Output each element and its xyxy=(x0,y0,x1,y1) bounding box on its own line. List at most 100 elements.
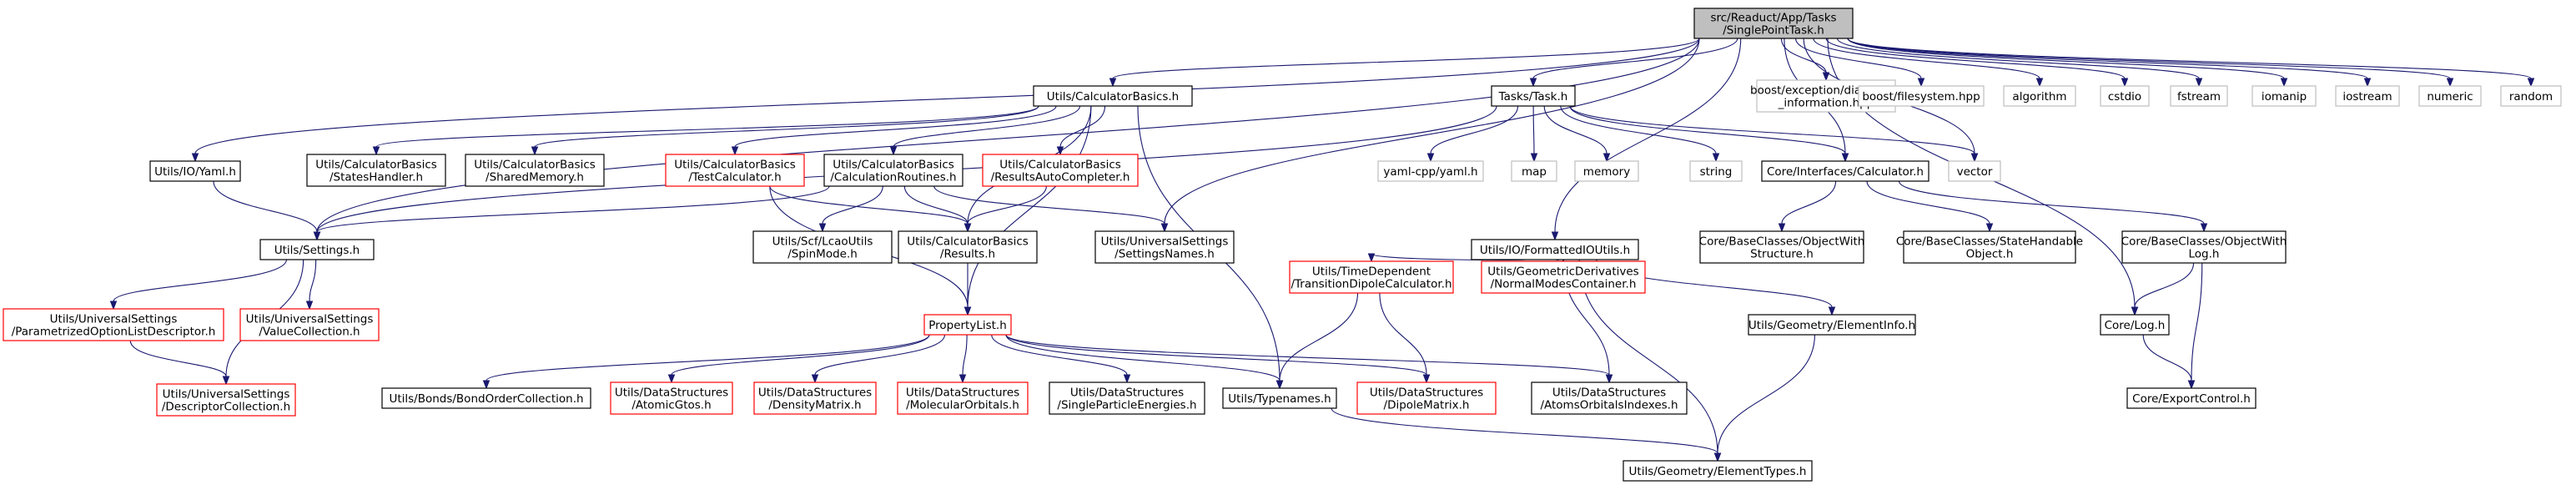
graph-edge xyxy=(1847,38,2454,88)
graph-node-test-calculator[interactable]: Utils/CalculatorBasics/TestCalculator.h xyxy=(665,154,805,187)
edge-line xyxy=(1164,38,1700,225)
graph-node-numeric[interactable]: numeric xyxy=(2418,85,2482,107)
graph-node-td-dipole[interactable]: Utils/TimeDependent/TransitionDipoleCalc… xyxy=(1289,260,1454,294)
node-box xyxy=(2126,387,2257,409)
graph-node-normal-modes[interactable]: Utils/GeometricDerivatives/NormalModesCo… xyxy=(1481,260,1646,294)
graph-edge xyxy=(1529,38,1738,88)
graph-edge xyxy=(1825,38,2129,88)
graph-node-yaml-cpp[interactable]: yaml-cpp/yaml.h xyxy=(1377,160,1484,182)
node-label: Structure.h xyxy=(1750,248,1814,261)
graph-node-map[interactable]: map xyxy=(1511,160,1557,182)
graph-node-dipole-matrix[interactable]: Utils/DataStructures/DipoleMatrix.h xyxy=(1356,381,1497,415)
graph-node-export-control[interactable]: Core/ExportControl.h xyxy=(2126,387,2257,409)
node-box xyxy=(1471,239,1639,260)
graph-node-bond-order[interactable]: Utils/Bonds/BondOrderCollection.h xyxy=(381,387,591,409)
edge-line xyxy=(1781,180,1837,225)
graph-node-single-particle[interactable]: Utils/DataStructures/SingleParticleEnerg… xyxy=(1049,381,1205,415)
graph-node-log-h[interactable]: Core/Log.h xyxy=(2100,314,2170,336)
graph-node-value-collection[interactable]: Utils/UniversalSettings/ValueCollection.… xyxy=(239,308,380,341)
graph-node-string[interactable]: string xyxy=(1689,160,1743,182)
graph-node-boost-diag[interactable]: boost/exception/diagnostic_information.h… xyxy=(1750,79,1902,113)
graph-node-results-auto[interactable]: Utils/CalculatorBasics/ResultsAutoComple… xyxy=(982,154,1139,187)
graph-node-results-h[interactable]: Utils/CalculatorBasics/Results.h xyxy=(898,230,1038,264)
node-label: Core/BaseClasses/ObjectWith xyxy=(2121,235,2287,249)
edge-arrowhead xyxy=(811,374,819,384)
graph-node-density-matrix[interactable]: Utils/DataStructures/DensityMatrix.h xyxy=(753,381,877,415)
node-box xyxy=(3,308,224,341)
node-label: Object.h xyxy=(1966,248,2014,261)
graph-edge xyxy=(1866,180,1994,233)
edge-arrowhead xyxy=(1529,78,1537,88)
node-label: /SettingsNames.h xyxy=(1114,248,1215,261)
node-label: Utils/CalculatorBasics xyxy=(999,159,1121,172)
graph-edge xyxy=(1560,105,1720,163)
graph-node-iomanip[interactable]: iomanip xyxy=(2251,85,2317,107)
edge-line xyxy=(1847,38,2368,79)
node-label: Utils/DataStructures xyxy=(1370,386,1483,400)
graph-node-task-h[interactable]: Tasks/Task.h xyxy=(1491,85,1576,107)
edge-line xyxy=(822,185,883,225)
edge-arrowhead xyxy=(1841,153,1849,163)
graph-edge xyxy=(1109,38,1700,88)
graph-node-memory[interactable]: memory xyxy=(1574,160,1639,182)
graph-node-calcbasics-h[interactable]: Utils/CalculatorBasics.h xyxy=(1033,85,1193,107)
graph-node-yaml-h[interactable]: Utils/IO/Yaml.h xyxy=(149,160,241,182)
node-label: /ResultsAutoCompleter.h xyxy=(991,171,1130,184)
graph-node-formatted-io[interactable]: Utils/IO/FormattedIOUtils.h xyxy=(1471,239,1639,260)
graph-node-cstdio[interactable]: cstdio xyxy=(2100,85,2150,107)
edge-line xyxy=(1532,105,1535,154)
graph-edge xyxy=(1847,38,2535,88)
graph-node-boost-fs[interactable]: boost/filesystem.hpp xyxy=(1858,85,1985,107)
edge-line xyxy=(1717,334,1815,454)
node-label: Utils/Geometry/ElementTypes.h xyxy=(1629,465,1807,478)
edge-arrowhead xyxy=(667,374,676,384)
graph-edge xyxy=(963,185,1047,233)
edge-line xyxy=(967,185,1047,225)
graph-node-algorithm[interactable]: algorithm xyxy=(2003,85,2076,107)
graph-node-atomic-gtos[interactable]: Utils/DataStructures/AtomicGtos.h xyxy=(610,381,733,415)
edge-arrowhead xyxy=(313,231,321,241)
graph-node-fstream[interactable]: fstream xyxy=(2170,85,2228,107)
edge-line xyxy=(2142,334,2192,381)
graph-node-settings-names[interactable]: Utils/UniversalSettings/SettingsNames.h xyxy=(1094,230,1235,264)
graph-node-calc-routines[interactable]: Utils/CalculatorBasics/CalculationRoutin… xyxy=(823,154,963,187)
graph-edge xyxy=(1379,292,1431,384)
graph-node-states-handler[interactable]: Utils/CalculatorBasics/StatesHandler.h xyxy=(306,154,446,187)
graph-node-shared-memory[interactable]: Utils/CalculatorBasics/SharedMemory.h xyxy=(465,154,605,187)
node-label: vector xyxy=(1957,165,1993,179)
graph-node-param-option[interactable]: Utils/UniversalSettings/ParametrizedOpti… xyxy=(3,308,224,341)
node-box xyxy=(2500,85,2562,107)
node-label: Utils/Bonds/BondOrderCollection.h xyxy=(389,392,583,406)
edge-arrowhead xyxy=(1367,253,1376,263)
node-box xyxy=(1356,381,1497,415)
node-box xyxy=(1623,460,1813,482)
graph-node-calculator-h[interactable]: Core/Interfaces/Calculator.h xyxy=(1761,160,1929,182)
graph-node-descriptor-collection[interactable]: Utils/UniversalSettings/DescriptorCollec… xyxy=(156,383,296,417)
graph-node-property-list[interactable]: PropertyList.h xyxy=(923,314,1012,336)
node-box xyxy=(1222,387,1337,409)
graph-node-root[interactable]: src/Readuct/App/Tasks/SinglePointTask.h xyxy=(1693,8,1854,39)
node-label: Core/ExportControl.h xyxy=(2132,392,2251,406)
graph-node-spin-mode[interactable]: Utils/Scf/LcaoUtils/SpinMode.h xyxy=(752,230,893,264)
node-box xyxy=(1289,260,1454,294)
graph-node-typenames[interactable]: Utils/Typenames.h xyxy=(1222,387,1337,409)
edge-line xyxy=(486,334,930,381)
graph-node-atoms-orbitals[interactable]: Utils/DataStructures/AtomsOrbitalsIndexe… xyxy=(1531,381,1688,415)
graph-node-random[interactable]: random xyxy=(2500,85,2562,107)
node-label: map xyxy=(1522,165,1547,179)
node-box xyxy=(2335,85,2400,107)
graph-node-element-info[interactable]: Utils/Geometry/ElementInfo.h xyxy=(1748,314,1916,336)
graph-node-element-types[interactable]: Utils/Geometry/ElementTypes.h xyxy=(1623,460,1813,482)
graph-node-vector[interactable]: vector xyxy=(1948,160,2001,182)
edge-arrowhead xyxy=(963,223,972,233)
graph-node-settings-h[interactable]: Utils/Settings.h xyxy=(259,239,375,260)
node-label: cstdio xyxy=(2108,90,2141,104)
edge-line xyxy=(1430,105,1519,154)
graph-node-iostream[interactable]: iostream xyxy=(2335,85,2400,107)
graph-node-molecular-orbitals[interactable]: Utils/DataStructures/MolecularOrbitals.h xyxy=(897,381,1029,415)
node-label: /SharedMemory.h xyxy=(486,171,584,184)
edge-arrowhead xyxy=(2200,223,2208,233)
